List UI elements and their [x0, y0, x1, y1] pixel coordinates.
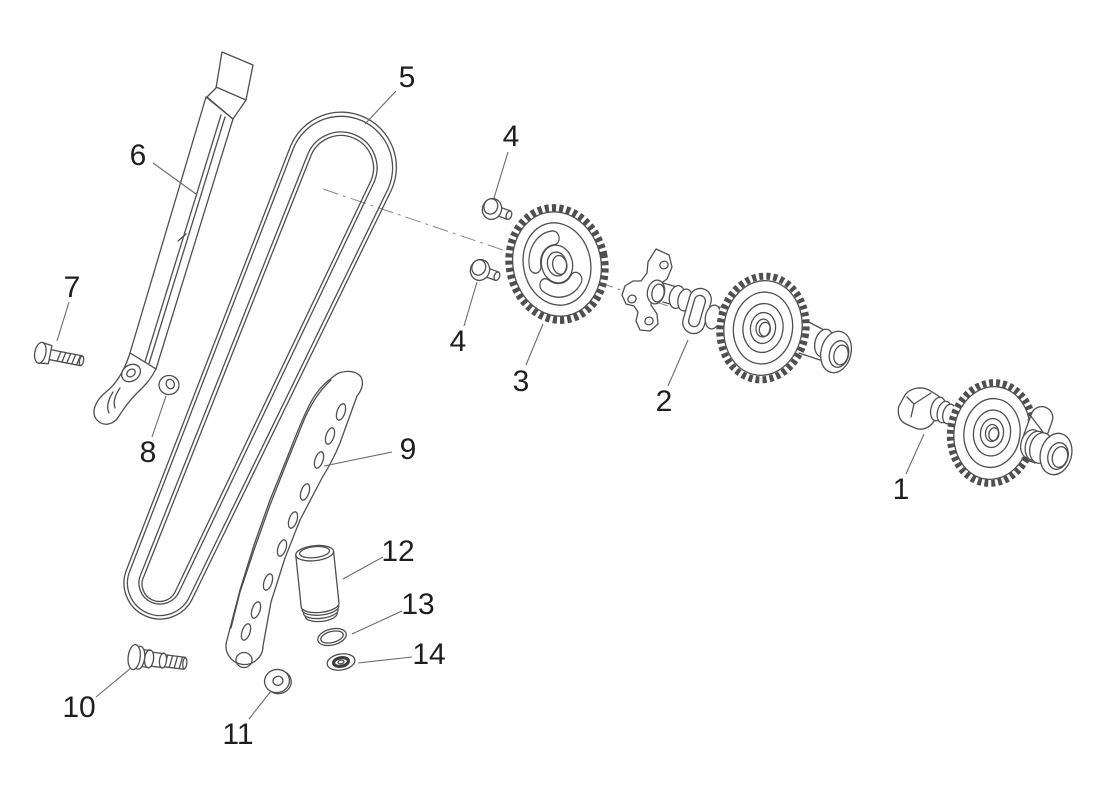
- callout-label-10: 10: [62, 691, 95, 724]
- leader-line-1: [905, 433, 925, 475]
- part-fixed-chain-guide: [93, 51, 254, 425]
- part-slider-screw: [127, 643, 188, 671]
- part-sprocket-bolt-lower: [469, 258, 501, 282]
- leader-line-8: [151, 395, 167, 438]
- callout-label-7: 7: [64, 271, 81, 304]
- callout-label-13: 13: [401, 588, 434, 621]
- leader-lines: [56, 90, 925, 720]
- part-front-camshaft: [621, 248, 853, 384]
- leader-line-3: [525, 323, 544, 366]
- callout-label-1: 1: [893, 473, 910, 506]
- part-slider-washer: [263, 668, 292, 695]
- part-o-ring: [317, 627, 347, 647]
- leader-line-2: [667, 339, 689, 387]
- leader-line-13: [351, 610, 403, 635]
- part-sealing-washer: [326, 653, 356, 671]
- part-cam-sprocket: [505, 204, 609, 324]
- callout-label-14: 14: [412, 638, 445, 671]
- callout-label-4-upper: 4: [503, 120, 520, 153]
- callout-labels: 1 2 3 4 4 5 6 7 8 9 10 11 12 13 14: [62, 61, 909, 751]
- callout-label-9: 9: [400, 433, 417, 466]
- callout-label-3: 3: [513, 365, 530, 398]
- leader-line-11: [248, 690, 272, 720]
- leader-line-12: [342, 556, 384, 580]
- callout-label-2: 2: [656, 385, 673, 418]
- leader-line-5: [364, 90, 397, 125]
- part-guide-washer: [158, 374, 180, 396]
- callout-label-6: 6: [130, 139, 147, 172]
- callout-label-12: 12: [381, 535, 414, 568]
- leader-line-10: [95, 667, 132, 698]
- axis-centerline: [322, 188, 669, 307]
- callout-label-4-lower: 4: [450, 325, 467, 358]
- leader-line-14: [357, 656, 413, 664]
- leader-line-9: [323, 451, 393, 467]
- leader-line-6: [152, 162, 197, 195]
- leader-line-7: [56, 301, 70, 342]
- part-tensioner-pad: [295, 544, 340, 623]
- callout-label-5: 5: [399, 61, 416, 94]
- leader-line-4b: [463, 281, 478, 327]
- leader-line-4a: [493, 151, 509, 199]
- part-tensioner-slider: [225, 370, 364, 669]
- part-timing-chain: [123, 111, 398, 620]
- part-rear-camshaft: [897, 378, 1073, 488]
- callout-label-8: 8: [140, 436, 157, 469]
- part-sprocket-bolt-upper: [481, 197, 513, 221]
- part-guide-screw: [33, 341, 85, 367]
- callout-label-11: 11: [222, 718, 253, 751]
